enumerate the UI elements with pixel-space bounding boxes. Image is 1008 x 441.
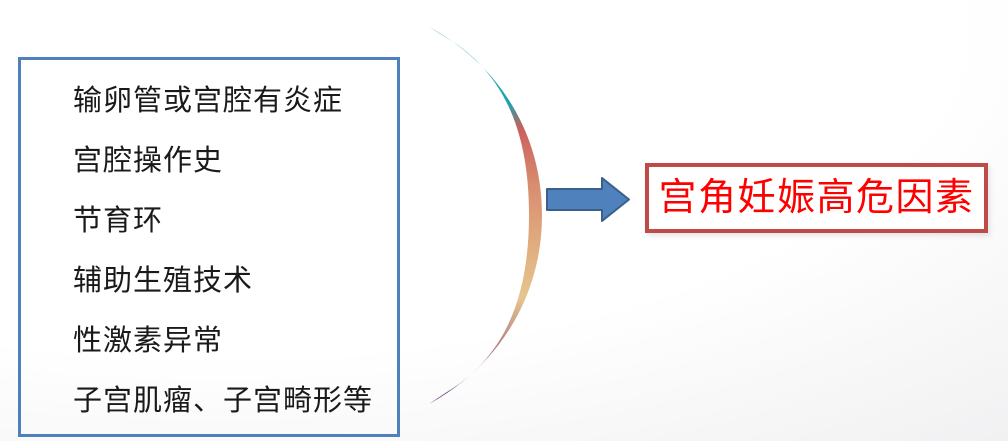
- right-arrow-svg: [546, 177, 630, 222]
- list-item: 子宫肌瘤、子宫畸形等: [73, 385, 374, 418]
- right-arrow-shape: [546, 177, 630, 222]
- list-item: 宫腔操作史: [73, 145, 224, 178]
- gradient-arc-svg: [429, 27, 542, 404]
- list-item: 辅助生殖技术: [73, 265, 254, 298]
- list-item: 输卵管或宫腔有炎症: [73, 85, 344, 117]
- right-arrow-icon: [546, 176, 631, 223]
- gradient-arc-brace: [420, 20, 560, 415]
- list-item: 节育环: [73, 205, 164, 238]
- title-text: 宫角妊娠高危因素: [658, 177, 975, 219]
- risk-factors-list-box: 输卵管或宫腔有炎症 宫腔操作史 节育环 辅助生殖技术 性激素异常 子宫肌瘤、子宫…: [18, 57, 400, 437]
- arc-path: [429, 27, 542, 404]
- title-box: 宫角妊娠高危因素: [645, 163, 988, 233]
- list-item: 性激素异常: [73, 325, 224, 358]
